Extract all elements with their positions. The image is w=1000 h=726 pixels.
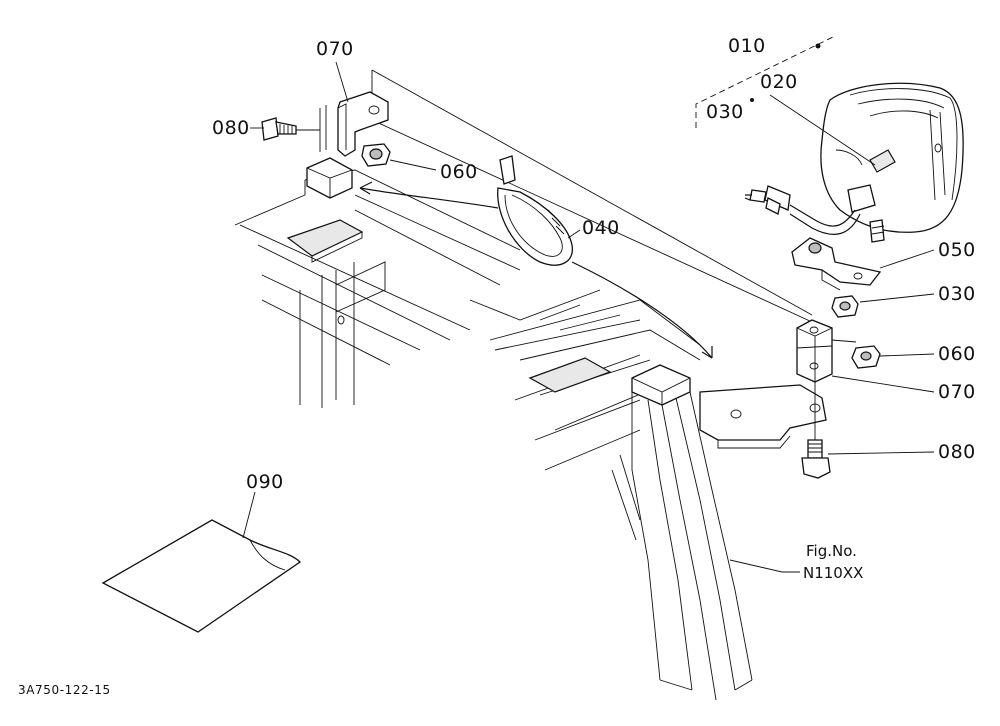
bracket-050 [791,237,882,291]
callout-070-right: 070 [938,381,976,403]
work-light-010 [744,82,964,243]
callout-080-top: 080 [212,117,250,139]
assembly-bracket-010 [695,35,836,128]
cable-tie-040 [359,155,713,359]
callout-030-right: 030 [938,283,976,305]
figure-ref-line2: N110XX [803,564,863,582]
callout-060-top: 060 [440,161,478,183]
document-090 [101,519,302,633]
callout-030-top: 030 [706,101,744,123]
callout-040: 040 [582,217,620,239]
callout-090: 090 [246,471,284,493]
nut-060-left [361,143,391,167]
drawing-code: 3A750-122-15 [18,683,111,697]
frame-structure [234,69,827,701]
bolt-080-left [261,117,320,141]
leader-dot-030 [750,98,754,102]
nut-060-right [831,339,881,369]
leader-dot-010 [815,43,821,49]
bracket-070-right [796,319,833,383]
figure-ref-line1: Fig.No. [806,542,857,560]
callout-080-right: 080 [938,441,976,463]
callout-050: 050 [938,239,976,261]
bracket-070-left [319,91,389,157]
nut-030-right [831,295,859,318]
callout-060-right: 060 [938,343,976,365]
leader-lines [242,61,935,573]
callout-070-top: 070 [316,38,354,60]
callout-010: 010 [728,35,766,57]
bolt-080-right [801,382,831,479]
callout-020: 020 [760,71,798,93]
